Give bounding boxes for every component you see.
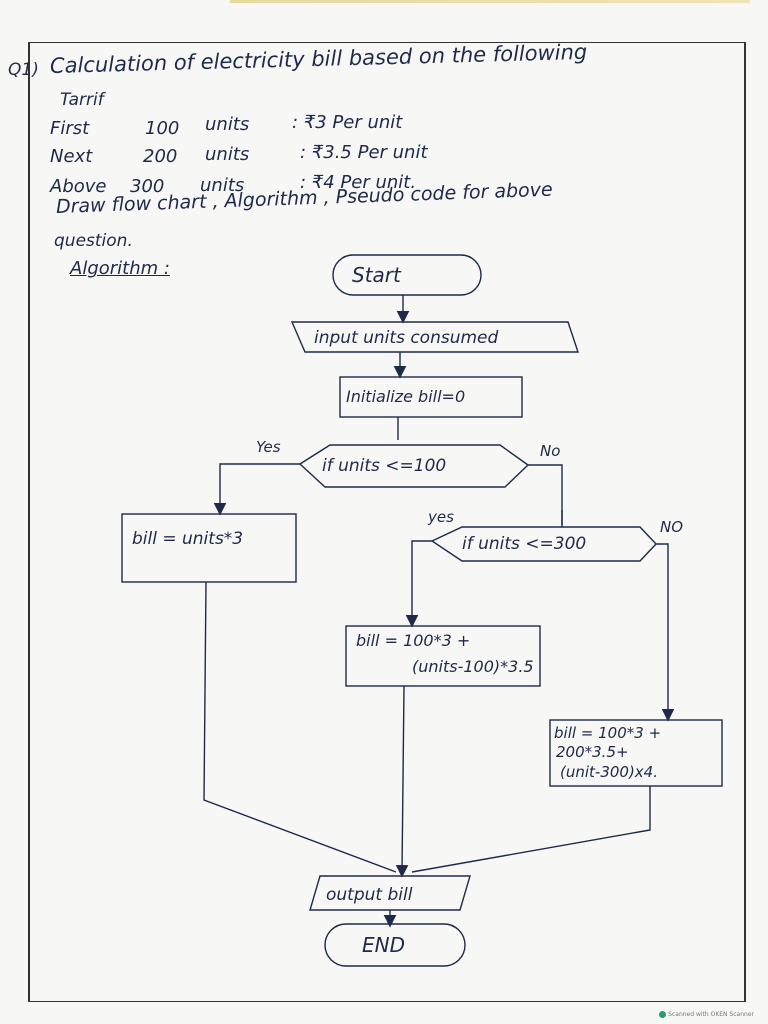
decision1-label: if units <=100 <box>322 456 446 476</box>
question-number: Q1) <box>8 60 39 80</box>
bill3-label-line2: 200*3.5+ <box>556 743 629 761</box>
connector-bill2-output <box>395 685 409 878</box>
instruction-continuation: question. <box>54 231 133 251</box>
decision1-no-label: No <box>540 442 560 460</box>
decision2-label: if units <=300 <box>462 534 586 554</box>
tariff-heading: Tarrif <box>60 90 104 110</box>
tariff-row-1-label: First <box>50 118 90 139</box>
output-label: output bill <box>326 885 413 905</box>
start-terminal <box>332 254 482 296</box>
bill2-process-box <box>345 625 541 687</box>
bill1-process-box <box>121 513 297 583</box>
arrow-decision1-yes <box>213 463 300 516</box>
scanner-watermark: Scanned with OKEN Scanner <box>659 1011 754 1018</box>
tariff-row-1-rate: : ₹3 Per unit <box>292 112 403 133</box>
init-process-box <box>339 376 523 418</box>
decision2-no-label: NO <box>660 518 683 536</box>
tariff-row-2-units: 200 <box>143 146 178 167</box>
tariff-row-3-units: 300 <box>130 176 165 197</box>
arrow-decision2-yes <box>405 540 432 628</box>
decision1-yes-label: Yes <box>256 438 281 456</box>
input-label: input units consumed <box>314 328 499 348</box>
tariff-row-2-rate: : ₹3.5 Per unit <box>300 142 428 163</box>
end-label: END <box>362 933 405 957</box>
tariff-row-3-rate: : ₹4 Per unit. <box>300 172 417 193</box>
algorithm-label: Algorithm : <box>70 258 170 279</box>
decision2-yes-label: yes <box>427 508 454 526</box>
arrow-decision2-no <box>656 543 675 722</box>
end-terminal <box>324 923 466 967</box>
init-label: Initialize bill=0 <box>346 387 465 406</box>
connector-bill3-output <box>411 786 651 873</box>
tariff-row-1-word: units <box>205 114 250 135</box>
bill3-process-box <box>549 719 723 787</box>
top-edge-strip <box>230 0 750 3</box>
watermark-text: Scanned with OKEN Scanner <box>668 1011 754 1018</box>
output-parallelogram <box>309 875 471 911</box>
tariff-row-2-word: units <box>205 144 250 165</box>
tariff-row-2-label: Next <box>50 146 93 167</box>
bill3-label-line3: (unit-300)x4. <box>560 763 658 781</box>
tariff-row-3-word: units <box>200 175 245 196</box>
page-border <box>28 42 746 1002</box>
tariff-row-3-label: Above <box>50 176 107 197</box>
arrow-decision1-no <box>528 464 563 525</box>
bill2-label-line2: (units-100)*3.5 <box>412 657 534 676</box>
input-parallelogram <box>290 321 579 353</box>
start-label: Start <box>352 263 402 287</box>
scanner-logo-icon <box>659 1011 667 1018</box>
bill2-label-line1: bill = 100*3 + <box>356 631 470 650</box>
bill3-label-line1: bill = 100*3 + <box>554 724 661 742</box>
connector-bill1-output <box>203 581 397 873</box>
bill1-label: bill = units*3 <box>132 529 243 549</box>
tariff-row-1-units: 100 <box>145 118 180 139</box>
